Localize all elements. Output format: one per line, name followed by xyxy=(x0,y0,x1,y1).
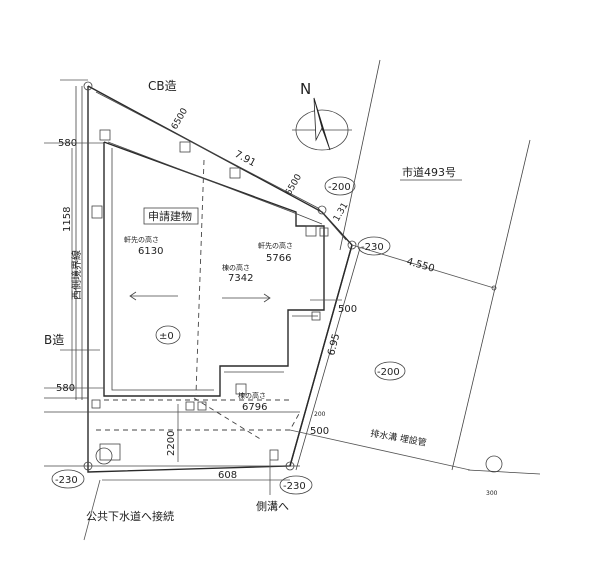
handwritten-note: 排水溝 埋設管 xyxy=(369,427,427,449)
cb-top-label: CB造 xyxy=(148,79,177,93)
level-markers xyxy=(51,176,503,495)
details xyxy=(83,81,497,471)
road-label: 市道493号 xyxy=(402,165,456,179)
building-label: 申請建物 xyxy=(148,209,192,223)
eave-value-1: 6130 xyxy=(138,246,163,257)
level-200-mid: -200 xyxy=(377,367,400,378)
dim-6500-a: 6500 xyxy=(170,106,190,131)
dim-6500-b: 6500 xyxy=(284,172,304,197)
gutter-label: 側溝へ xyxy=(256,500,289,513)
dim-2200: 2200 xyxy=(166,431,177,456)
level-230-bottom: -230 xyxy=(283,481,306,492)
dim-4550: 4.550 xyxy=(405,256,436,274)
dim-1158: 1158 xyxy=(62,207,73,232)
eave-label-1: 軒先の高さ xyxy=(124,235,159,244)
level-zero: ±0 xyxy=(159,331,174,342)
dim-580-bottom: 580 xyxy=(56,383,75,394)
ridge-value-1: 7342 xyxy=(228,273,253,284)
site-boundary xyxy=(44,85,361,473)
ridge-label-1: 棟の高さ xyxy=(222,263,250,272)
level-200-top: -200 xyxy=(328,182,351,193)
dim-500-right: 500 xyxy=(338,304,357,315)
ridge-label-2: 棟の高さ xyxy=(238,391,266,400)
eave-value-2: 5766 xyxy=(266,253,291,264)
dim-500-bottom: 500 xyxy=(310,426,329,437)
dim-695: 6.95 xyxy=(326,332,342,356)
west-boundary-label: 西側境界線 xyxy=(70,250,83,300)
north-arrow-icon xyxy=(292,97,352,151)
building-outline xyxy=(96,141,325,441)
level-230-right: -230 xyxy=(361,242,384,253)
dim-608: 608 xyxy=(218,470,237,481)
north-label: N xyxy=(300,80,311,98)
dimension-lines xyxy=(44,59,541,541)
eave-label-2: 軒先の高さ xyxy=(258,241,293,250)
cb-left-label: B造 xyxy=(44,333,64,347)
sewer-label: 公共下水道へ接続 xyxy=(86,509,174,523)
dim-200-small: 200 xyxy=(314,411,326,418)
level-230-left: -230 xyxy=(55,475,78,486)
small-300: 300 xyxy=(486,490,498,497)
ridge-value-2: 6796 xyxy=(242,402,267,413)
dim-580-top: 580 xyxy=(58,138,77,149)
